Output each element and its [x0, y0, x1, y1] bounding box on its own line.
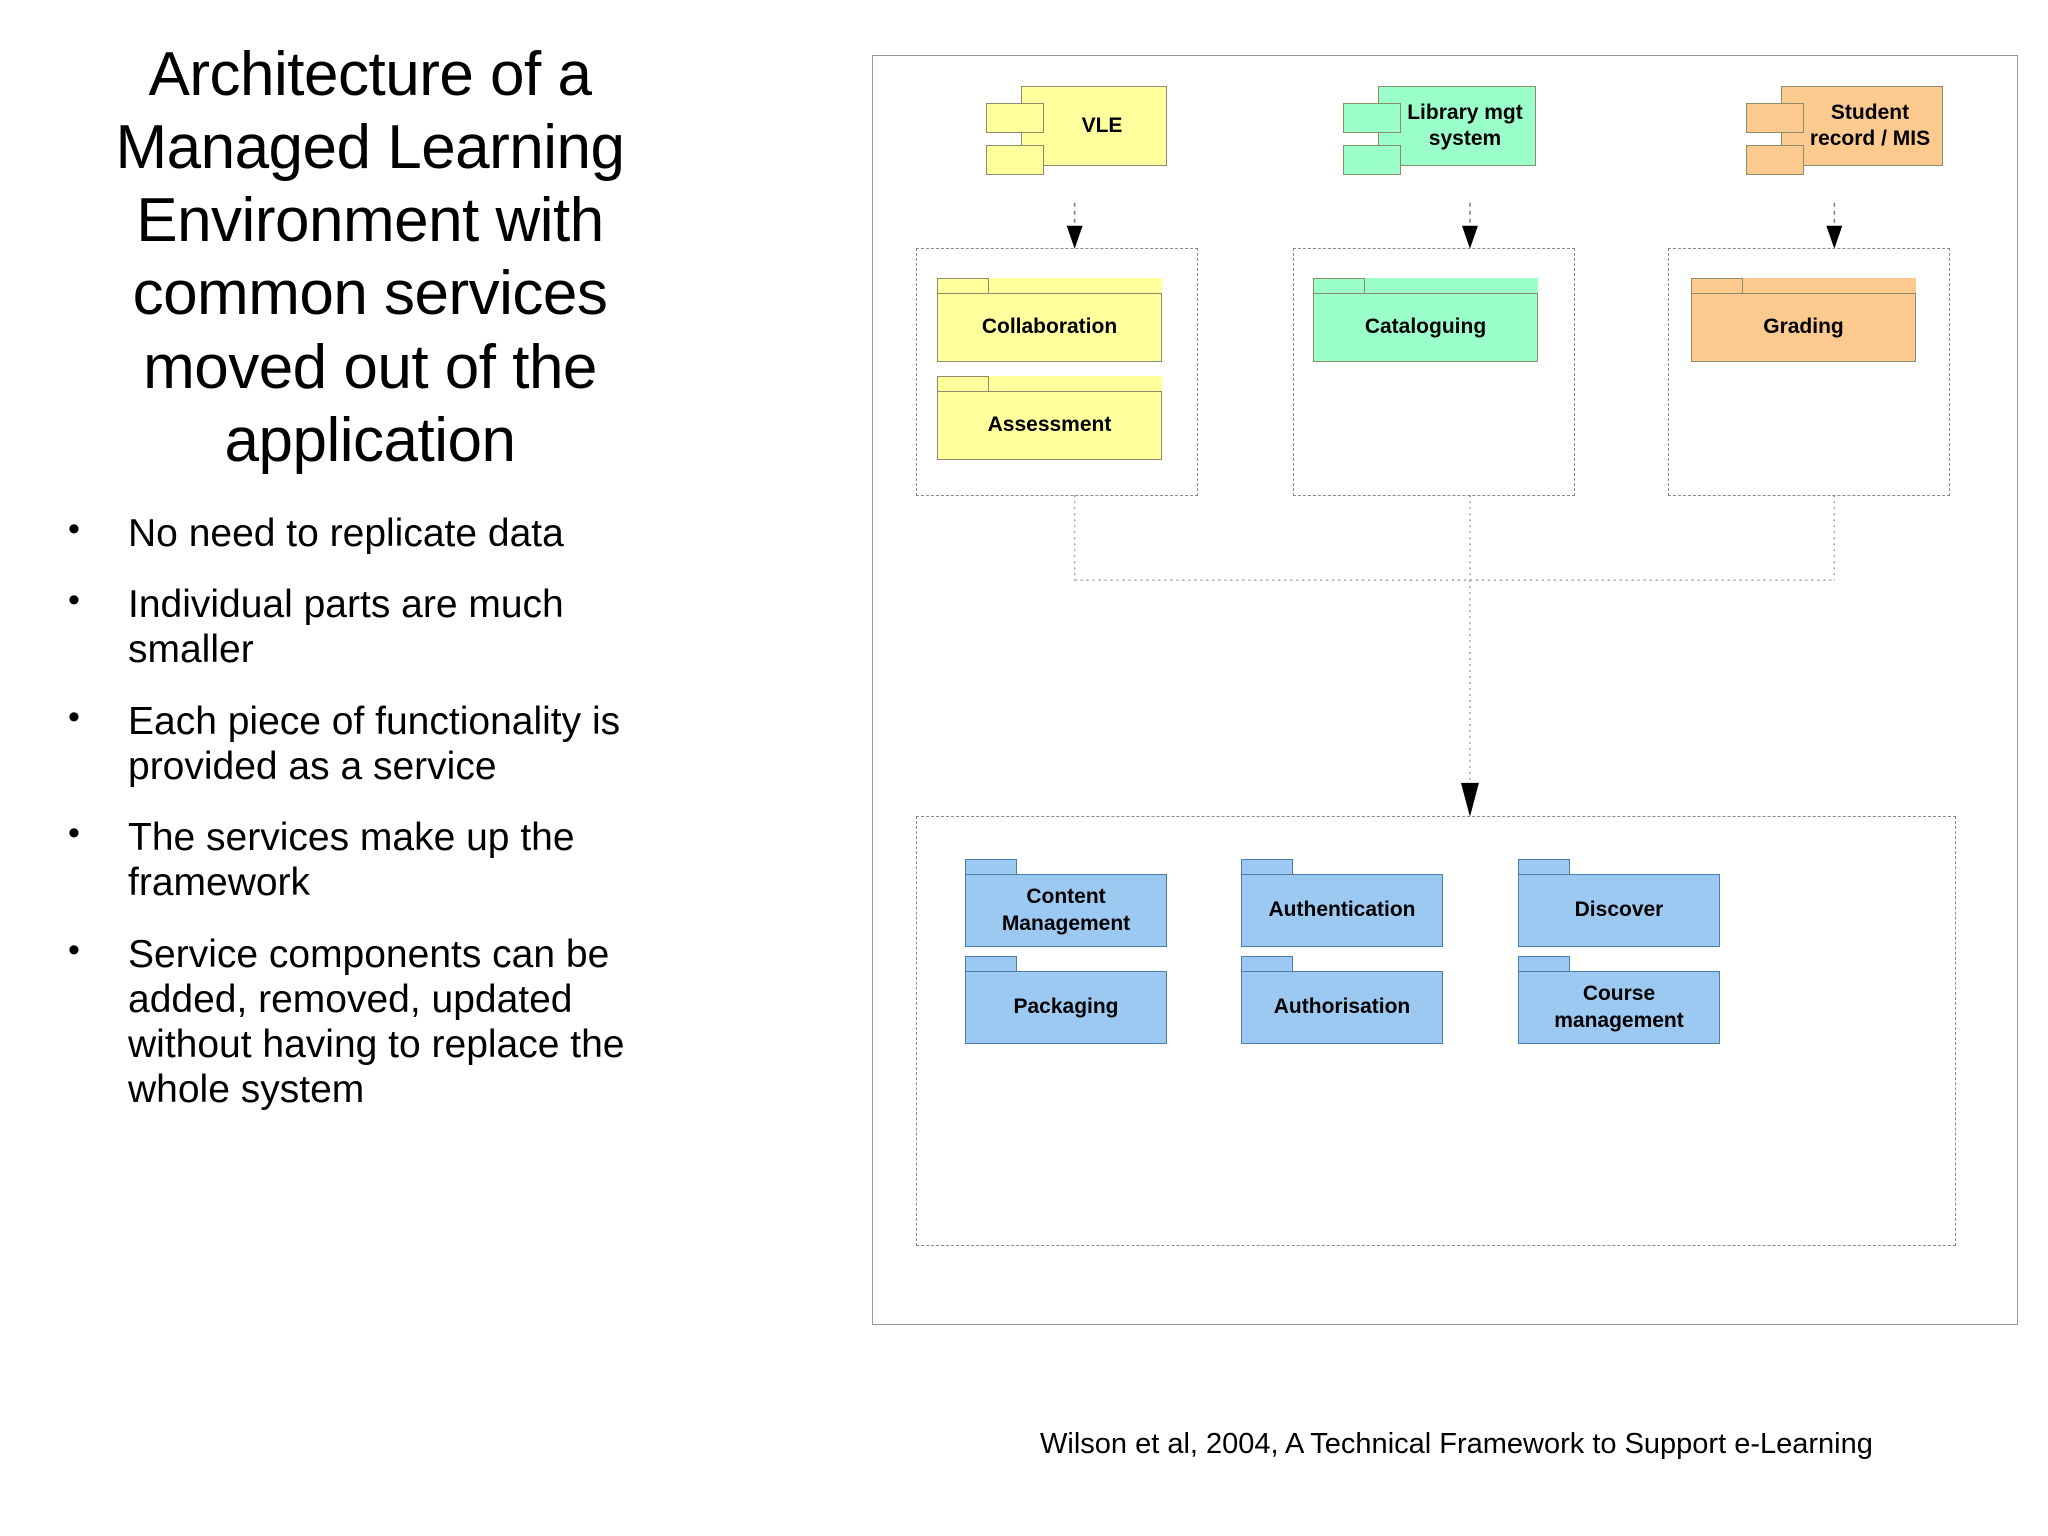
package-grading[interactable]: Grading — [1691, 278, 1916, 362]
folder-tab-icon — [1518, 859, 1570, 875]
list-item: • The services make up the framework — [50, 814, 690, 905]
package-label: Assessment — [937, 391, 1162, 460]
package-course-management[interactable]: Course management — [1518, 956, 1720, 1044]
group-frame-common-services — [916, 816, 1956, 1246]
list-item-label: Individual parts are much smaller — [128, 583, 564, 672]
group-frame-mis-packages — [1668, 248, 1950, 496]
package-authorisation[interactable]: Authorisation — [1241, 956, 1443, 1044]
page-title: Architecture of a Managed Learning Envir… — [115, 40, 625, 475]
component-port-icon — [986, 145, 1044, 175]
package-label: Collaboration — [937, 293, 1162, 362]
component-label: VLE — [1081, 114, 1123, 138]
package-collaboration[interactable]: Collaboration — [937, 278, 1162, 362]
package-label: Discover — [1518, 874, 1720, 947]
bullet-list: • No need to replicate data • Individual… — [50, 509, 690, 1113]
folder-tab-icon — [1241, 859, 1293, 875]
component-port-icon — [1343, 145, 1401, 175]
folder-tab-icon — [965, 859, 1017, 875]
component-port-icon — [986, 103, 1044, 133]
list-item-label: The services make up the framework — [128, 816, 575, 905]
folder-tab-icon — [1313, 278, 1365, 294]
bullet-marker-icon: • — [68, 509, 80, 548]
list-item: • No need to replicate data — [50, 509, 690, 556]
bullet-marker-icon: • — [68, 581, 80, 620]
component-label: Student record / MIS — [1809, 101, 1931, 150]
architecture-diagram: VLE Library mgt system Student record / … — [872, 55, 2018, 1325]
component-label: Library mgt system — [1407, 101, 1523, 150]
package-cataloguing[interactable]: Cataloguing — [1313, 278, 1538, 362]
component-port-icon — [1746, 145, 1804, 175]
component-port-icon — [1343, 103, 1401, 133]
folder-tab-icon — [937, 376, 989, 392]
package-packaging[interactable]: Packaging — [965, 956, 1167, 1044]
bullet-marker-icon: • — [68, 697, 80, 736]
package-label: Authorisation — [1241, 971, 1443, 1044]
group-frame-vle-packages — [916, 248, 1198, 496]
list-item-label: No need to replicate data — [128, 511, 564, 555]
package-label: Grading — [1691, 293, 1916, 362]
list-item-label: Each piece of functionality is provided … — [128, 699, 621, 788]
package-label: Course management — [1518, 971, 1720, 1044]
package-label: Content Management — [965, 874, 1167, 947]
folder-tab-icon — [1518, 956, 1570, 972]
folder-tab-icon — [937, 278, 989, 294]
package-content-management[interactable]: Content Management — [965, 859, 1167, 947]
package-assessment[interactable]: Assessment — [937, 376, 1162, 460]
component-student-record-mis[interactable]: Student record / MIS — [1746, 86, 1943, 175]
component-vle[interactable]: VLE — [986, 86, 1167, 175]
list-item-label: Service components can be added, removed… — [128, 932, 625, 1112]
list-item: • Individual parts are much smaller — [50, 581, 690, 672]
list-item: • Each piece of functionality is provide… — [50, 697, 690, 789]
bullet-marker-icon: • — [68, 930, 80, 969]
left-content-column: Architecture of a Managed Learning Envir… — [50, 38, 690, 1139]
package-label: Packaging — [965, 971, 1167, 1044]
list-item: • Service components can be added, remov… — [50, 930, 690, 1113]
folder-tab-icon — [1691, 278, 1743, 294]
package-authentication[interactable]: Authentication — [1241, 859, 1443, 947]
component-port-icon — [1746, 103, 1804, 133]
citation-text: Wilson et al, 2004, A Technical Framewor… — [1040, 1428, 1873, 1460]
package-discover[interactable]: Discover — [1518, 859, 1720, 947]
bullet-marker-icon: • — [68, 814, 80, 853]
package-label: Cataloguing — [1313, 293, 1538, 362]
folder-tab-icon — [1241, 956, 1293, 972]
package-label: Authentication — [1241, 874, 1443, 947]
component-library-mgt-system[interactable]: Library mgt system — [1343, 86, 1536, 175]
group-frame-library-packages — [1293, 248, 1575, 496]
folder-tab-icon — [965, 956, 1017, 972]
